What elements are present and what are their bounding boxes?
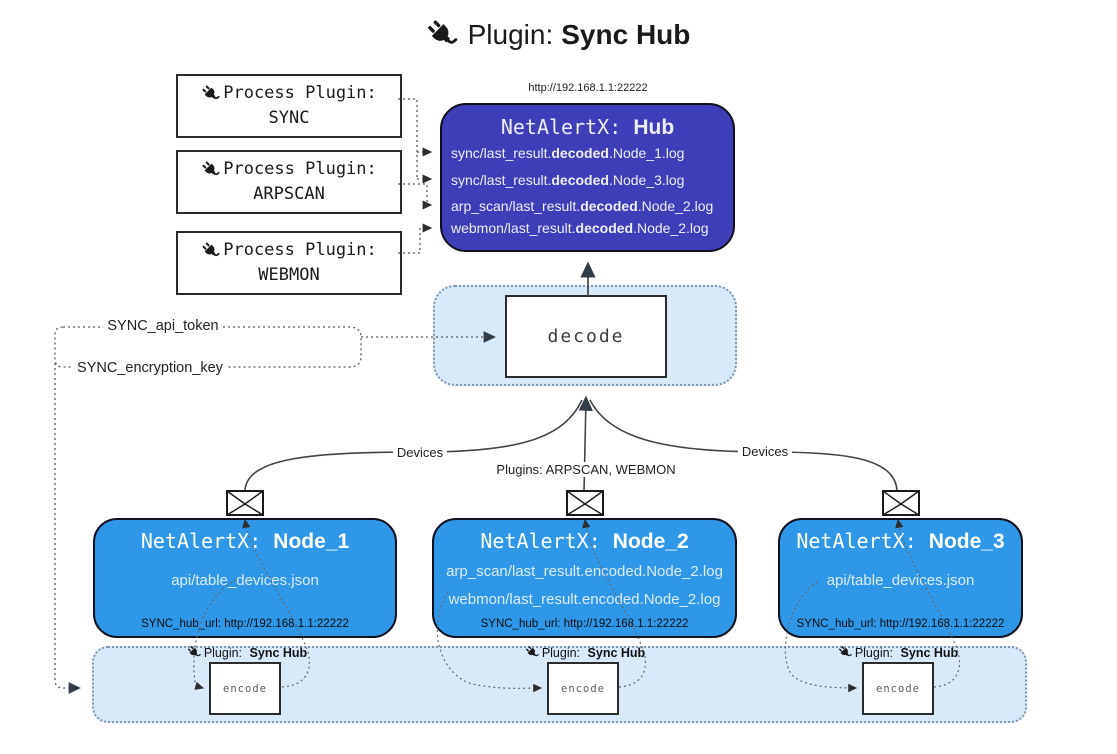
envelope-icon xyxy=(226,490,264,516)
page-title-name: Sync Hub xyxy=(561,19,691,50)
node-file: api/table_devices.json xyxy=(171,572,319,589)
sync-encryption-key-label: SYNC_encryption_key xyxy=(73,360,227,376)
encoder-caption-name: Sync Hub xyxy=(587,645,646,660)
encoder-caption-2: Plugin: Sync Hub xyxy=(524,645,646,660)
plug-icon xyxy=(201,83,221,104)
plugins-mid-label: Plugins: ARPSCAN, WEBMON xyxy=(492,462,680,477)
edge-arpscan-log xyxy=(398,183,433,210)
encode-label: encode xyxy=(561,682,605,695)
node-file: arp_scan/last_result.encoded.Node_2.log xyxy=(446,563,723,580)
envelope-icon xyxy=(566,490,604,516)
encode-label: encode xyxy=(876,682,920,695)
envelope-icon xyxy=(882,490,920,516)
hub-box: NetAlertX: Hub sync/last_result.decoded.… xyxy=(440,103,735,252)
process-plugin-label: Process Plugin: xyxy=(223,240,377,261)
plug-icon xyxy=(201,159,221,180)
plug-icon xyxy=(425,18,459,52)
node-file: webmon/last_result.encoded.Node_2.log xyxy=(448,591,721,608)
hub-url-label: http://192.168.1.1:22222 xyxy=(528,82,648,94)
encode-box-1: encode xyxy=(209,662,281,715)
hub-log-line: webmon/last_result.decoded.Node_2.log xyxy=(451,220,709,236)
process-plugin-box-arpscan: Process Plugin: ARPSCAN xyxy=(176,150,402,214)
edge-settings-to-band xyxy=(54,363,81,694)
encoder-caption-name: Sync Hub xyxy=(900,645,959,660)
node-hub-url: SYNC_hub_url: http://192.168.1.1:22222 xyxy=(480,618,689,630)
plug-icon xyxy=(186,645,202,660)
hub-name: Hub xyxy=(633,116,675,139)
node-title: NetAlertX: Node_2 xyxy=(480,529,689,553)
devices-right-label: Devices xyxy=(737,444,793,459)
decode-label: decode xyxy=(547,326,625,347)
hub-title: NetAlertX: Hub xyxy=(500,115,675,139)
plug-icon xyxy=(837,645,853,660)
process-plugin-label: Process Plugin: xyxy=(223,159,377,180)
node-box-1: NetAlertX: Node_1 api/table_devices.json… xyxy=(93,518,397,638)
node-hub-url: SYNC_hub_url: http://192.168.1.1:22222 xyxy=(141,618,349,630)
sync-api-token-label: SYNC_api_token xyxy=(103,318,223,334)
node-file: api/table_devices.json xyxy=(826,572,975,589)
process-plugin-name: WEBMON xyxy=(258,265,320,285)
encoder-caption-1: Plugin: Sync Hub xyxy=(186,645,308,660)
node-title: NetAlertX: Node_3 xyxy=(796,529,1005,553)
process-plugin-box-webmon: Process Plugin: WEBMON xyxy=(176,231,402,295)
page-title-label: Plugin: xyxy=(467,19,554,50)
edge-webmon-log xyxy=(398,223,433,254)
plug-icon xyxy=(201,240,221,261)
encoder-caption-name: Sync Hub xyxy=(249,645,308,660)
node-hub-url: SYNC_hub_url: http://192.168.1.1:22222 xyxy=(796,618,1005,630)
encoder-caption-3: Plugin: Sync Hub xyxy=(837,645,959,660)
decode-box: decode xyxy=(505,295,667,378)
node-box-3: NetAlertX: Node_3 api/table_devices.json… xyxy=(778,518,1023,638)
encode-box-2: encode xyxy=(547,662,619,715)
edge-node2-plugins xyxy=(578,395,593,493)
encoder-caption-label: Plugin: xyxy=(203,645,243,660)
node-title: NetAlertX: Node_1 xyxy=(140,529,350,553)
encoder-caption-label: Plugin: xyxy=(854,645,894,660)
process-plugin-box-sync: Process Plugin: SYNC xyxy=(176,74,402,138)
process-plugin-name: ARPSCAN xyxy=(253,184,325,204)
node-box-2: NetAlertX: Node_2 arp_scan/last_result.e… xyxy=(432,518,737,638)
plug-icon xyxy=(524,645,540,660)
hub-log-line: sync/last_result.decoded.Node_3.log xyxy=(451,172,685,188)
encode-box-3: encode xyxy=(862,662,934,715)
process-plugin-label: Process Plugin: xyxy=(223,83,377,104)
encode-label: encode xyxy=(223,682,267,695)
encoder-caption-label: Plugin: xyxy=(541,645,581,660)
hub-log-line: arp_scan/last_result.decoded.Node_2.log xyxy=(451,198,714,214)
process-plugin-name: SYNC xyxy=(268,108,310,128)
hub-log-line: sync/last_result.decoded.Node_1.log xyxy=(451,145,685,161)
devices-left-label: Devices xyxy=(392,445,448,460)
page-title: Plugin: Sync Hub xyxy=(425,18,691,52)
